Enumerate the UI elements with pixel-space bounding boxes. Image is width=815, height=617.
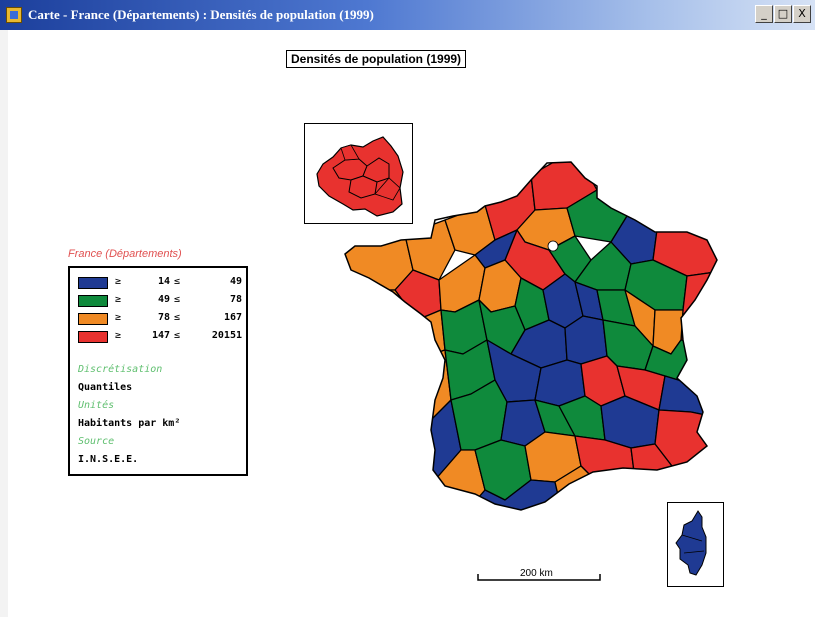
legend-le-symbol: ≥ xyxy=(115,276,122,287)
legend-le-symbol: ≥ xyxy=(115,294,122,305)
minimize-button[interactable]: _ xyxy=(755,5,773,23)
corsica-map xyxy=(675,510,707,576)
legend-high-value: 49 xyxy=(229,276,242,287)
maximize-button[interactable]: □ xyxy=(774,5,792,23)
scale-bar xyxy=(477,574,601,581)
legend-swatch-3 xyxy=(78,313,108,325)
paris-inset xyxy=(304,123,413,224)
legend-unit-label: Unités xyxy=(78,400,115,411)
legend-swatch-4 xyxy=(78,331,108,343)
legend-discretisation-value: Quantiles xyxy=(78,382,133,393)
map-title: Densités de population (1999) xyxy=(286,50,467,68)
window-controls: _ □ X xyxy=(755,5,811,23)
legend-high-value: 78 xyxy=(229,294,242,305)
legend-swatch-2 xyxy=(78,295,108,307)
legend-le-symbol: ≥ xyxy=(115,330,122,341)
legend-low-value: 147 xyxy=(151,330,170,341)
legend-high-value: 167 xyxy=(223,312,242,323)
legend-box: ≥ 14 ≤ 49 ≥ 49 ≤ 78 ≥ 78 ≤ 167 ≥ 147 ≤ 2… xyxy=(68,266,248,476)
legend-high-value: 20151 xyxy=(211,330,242,341)
window-titlebar[interactable]: Carte - France (Départements) : Densités… xyxy=(0,0,815,30)
close-button[interactable]: X xyxy=(793,5,811,23)
legend-title: France (Départements) xyxy=(68,248,182,260)
app-icon xyxy=(6,7,22,23)
legend-discretisation-label: Discrétisation xyxy=(78,364,163,375)
legend-swatch-1 xyxy=(78,277,108,289)
legend-row-class-4: ≥ 147 ≤ 20151 xyxy=(78,330,246,344)
paris-inset-map xyxy=(316,136,404,217)
legend-low-value: 14 xyxy=(157,276,170,287)
legend-low-value: 78 xyxy=(157,312,170,323)
legend-le-symbol: ≥ xyxy=(115,312,122,323)
legend-ge-symbol: ≤ xyxy=(174,312,181,323)
window-left-border xyxy=(0,30,8,617)
window-title: Carte - France (Départements) : Densités… xyxy=(28,7,374,22)
legend-low-value: 49 xyxy=(157,294,170,305)
scale-bar-label: 200 km xyxy=(520,568,553,579)
legend-row-class-2: ≥ 49 ≤ 78 xyxy=(78,294,246,308)
legend-row-class-3: ≥ 78 ≤ 167 xyxy=(78,312,246,326)
legend-ge-symbol: ≤ xyxy=(174,294,181,305)
legend-unit-value: Habitants par km² xyxy=(78,418,181,429)
legend-row-class-1: ≥ 14 ≤ 49 xyxy=(78,276,246,290)
paris-marker xyxy=(547,240,559,252)
legend-ge-symbol: ≤ xyxy=(174,330,181,341)
legend-source-value: I.N.S.E.E. xyxy=(78,454,139,465)
legend-source-label: Source xyxy=(78,436,115,447)
france-departments-map xyxy=(344,161,718,511)
legend-ge-symbol: ≤ xyxy=(174,276,181,287)
corsica-inset xyxy=(667,502,724,587)
